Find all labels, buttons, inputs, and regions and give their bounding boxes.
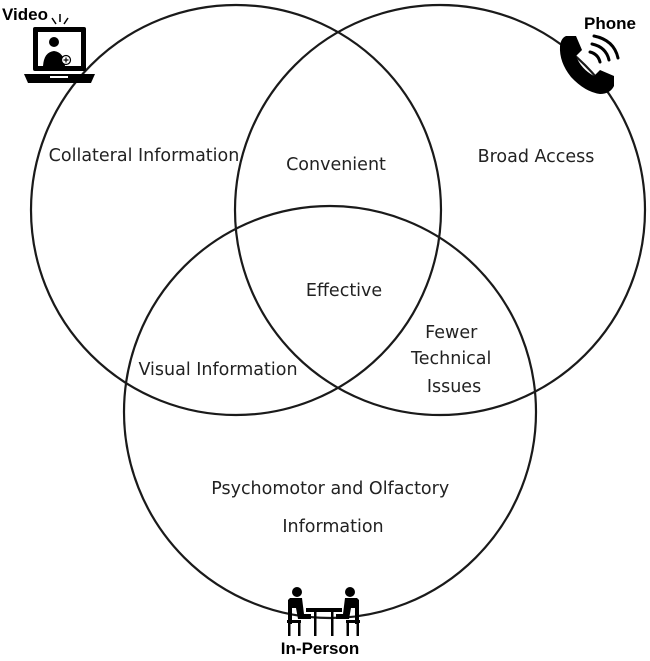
region-in-person-only-line-1: Psychomotor and Olfactory: [211, 479, 449, 499]
region-phone-in-person: Fewer Technical Issues: [410, 323, 497, 397]
in-person-circle: [122, 204, 538, 620]
video-circle: [29, 3, 443, 417]
region-phone-in-person-line-2: Technical: [410, 349, 491, 369]
region-video-phone: Convenient: [286, 155, 386, 175]
region-phone-in-person-line-1: Fewer: [425, 323, 478, 343]
phone-circle: [233, 3, 647, 417]
region-center: Effective: [306, 281, 382, 301]
laptop-video-call-icon: [24, 14, 95, 83]
phone-ringing-icon: [559, 34, 620, 94]
region-phone-in-person-line-3: Issues: [427, 377, 481, 397]
region-video-only: Collateral Information: [49, 146, 240, 166]
video-label: Video: [2, 5, 48, 24]
region-in-person-only-line-2: Information: [282, 517, 383, 537]
in-person-label: In-Person: [281, 639, 359, 658]
two-people-at-table-icon: [287, 587, 360, 636]
region-video-in-person: Visual Information: [138, 360, 297, 380]
phone-label: Phone: [584, 14, 636, 33]
region-in-person-only: Psychomotor and Olfactory Information: [211, 479, 455, 537]
region-phone-only: Broad Access: [478, 147, 595, 167]
